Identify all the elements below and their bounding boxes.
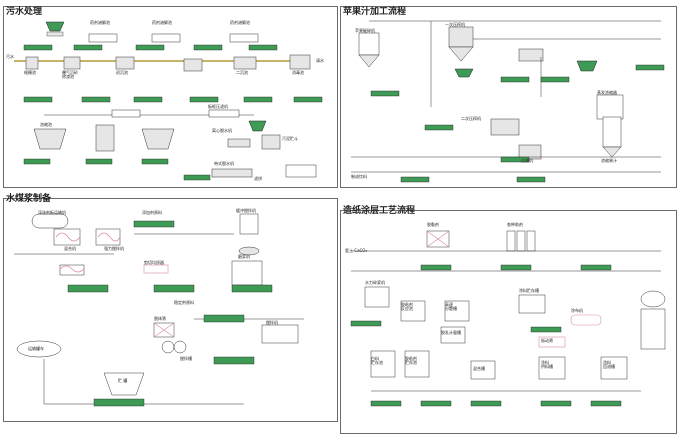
label-tank1: 白料 贮存池 — [371, 356, 383, 365]
label-caco3: 瓷土 CaCO₃ — [345, 248, 368, 253]
label-mix1: 胶粘剂 反应池 — [401, 302, 413, 311]
label-coat-store: 涂料贮存槽 — [519, 288, 539, 293]
label-mix: 混合机 — [64, 246, 76, 251]
tank-car-icon — [16, 340, 62, 358]
agent-tank-1 — [88, 33, 118, 43]
paper-diagram — [350, 230, 666, 407]
label-bag: 污泥贮斗 — [282, 136, 298, 141]
label-sand: 格栅池 — [24, 70, 36, 75]
label-stir: 缓冲搅拌机 — [236, 208, 256, 213]
label-homog: 剪切均质器 — [144, 260, 164, 265]
label-supply: 涂料 供料槽 — [541, 360, 553, 369]
panel-title-apple: 苹果汁加工流程 — [343, 7, 407, 17]
label-tank2: 胶粘剂 贮存池 — [405, 356, 417, 365]
label-grind: 磨浆机 — [238, 254, 250, 259]
hopper-icon — [45, 21, 65, 32]
label-return: 涂料 回流槽 — [603, 360, 615, 369]
thickener-icon — [33, 128, 67, 150]
label-disinfect: 消毒池 — [292, 70, 304, 75]
agent-tank-3 — [229, 33, 259, 43]
label-sec: 二沉池 — [236, 70, 248, 75]
label-centrifuge: 离心脱水机 — [212, 128, 232, 133]
panel-slurry: 水煤浆制备 — [3, 194, 338, 422]
label-agent2: 药剂溶解池 — [152, 20, 172, 25]
label-grind: 水力碎浆机 — [365, 280, 385, 285]
label-filter: 搅拌机 — [266, 320, 278, 325]
label-binder: 胶黏剂 — [427, 222, 439, 227]
slurry-diagram — [14, 213, 304, 407]
conveyor-icon — [31, 213, 69, 229]
label-out: 制成饮料 — [351, 174, 367, 179]
label-homog2: 搅拌槽 — [180, 356, 192, 361]
label-crush: 强力搅拌机 — [104, 246, 124, 251]
apple-diagram — [351, 20, 665, 183]
panel-title-paper: 造纸涂层工艺流程 — [343, 206, 416, 216]
label-primary: 初沉池 — [116, 70, 128, 75]
panel-paper: 造纸涂层工艺流程 — [340, 206, 677, 434]
panel-title-slurry: 水煤浆制备 — [6, 194, 52, 204]
label-cake: 滤饼 — [254, 176, 262, 181]
label-thicken: 浓缩池 — [40, 122, 52, 127]
label-trans: 运输罐车 — [28, 346, 44, 351]
label-mixer: 混合槽 — [473, 366, 485, 371]
label-stable: 稳定剂原料 — [174, 300, 194, 305]
label-press: 板框压滤机 — [208, 104, 228, 109]
panel-title-sewage: 污水处理 — [6, 7, 43, 17]
label-conveyor: 浮选剂板运输机 — [38, 210, 66, 215]
label-meter: 胶乳计量槽 — [441, 330, 461, 335]
label-sewage-in: 污水 — [6, 54, 14, 59]
label-agent1: 药剂溶解池 — [90, 20, 110, 25]
label-filter: 过滤机 — [521, 158, 533, 163]
label-crusher: 苹果破碎机 — [355, 28, 375, 33]
truck-icon — [285, 164, 317, 178]
label-sugar: 浓缩果汁 — [601, 158, 617, 163]
label-disp: 高速 分散槽 — [445, 302, 457, 311]
panel-apple: 苹果汁加工流程 苹果破碎机 — [340, 6, 677, 188]
label-second: 二次压榨机 — [461, 116, 481, 121]
label-aerated: 曝气沉砂 除渣池 — [62, 70, 78, 79]
agent-tank-2 — [151, 33, 181, 43]
sewage-diagram — [14, 21, 323, 181]
label-sieve: 振动筛 — [541, 338, 553, 343]
paper-roll-icon — [640, 290, 666, 308]
label-additive: 添加剂原料 — [142, 210, 162, 215]
label-agent3: 药剂溶解池 — [230, 20, 250, 25]
label-dense: 脱体筛 — [154, 316, 166, 321]
label-additive: 各种助剂 — [507, 222, 523, 227]
label-evap: 蒸发浓缩器 — [597, 90, 617, 95]
panel-sewage: 污水处理 — [3, 6, 338, 188]
label-press: 一次压榨机 — [445, 22, 465, 27]
label-coater: 涂布机 — [571, 308, 583, 313]
label-belt: 带式脱水机 — [214, 161, 234, 166]
label-clean: 清水 — [316, 58, 324, 63]
label-tank: 贮 罐 — [118, 378, 128, 383]
